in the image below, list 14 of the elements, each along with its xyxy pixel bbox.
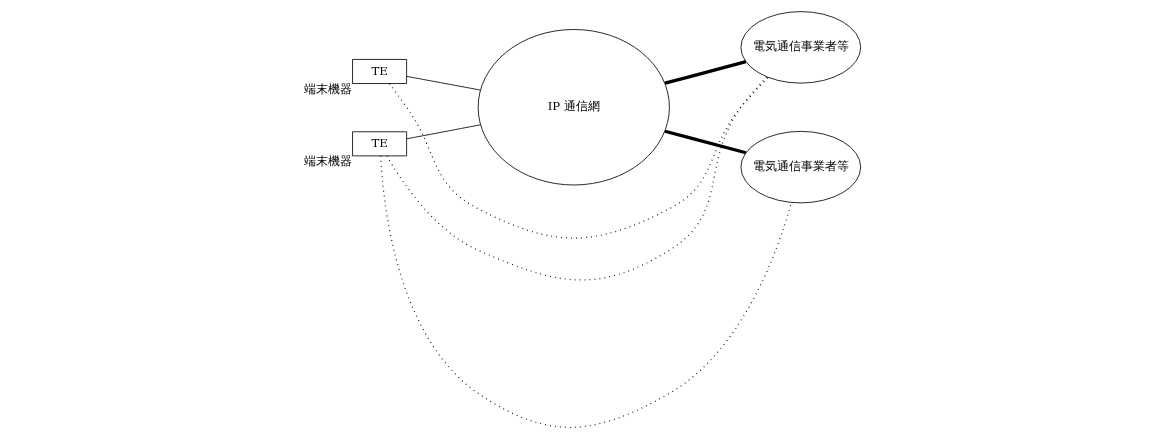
connector xyxy=(379,155,792,428)
node-label: 端末機器 xyxy=(303,81,352,96)
node-ellipse: 電気通信事業者等 xyxy=(740,130,861,204)
connector xyxy=(664,129,746,155)
node-ellipse: IP 通信網 xyxy=(477,29,670,186)
connector xyxy=(405,124,481,140)
node-label: 端末機器 xyxy=(303,154,352,169)
node-ellipse: 電気通信事業者等 xyxy=(740,11,861,84)
connector xyxy=(388,76,769,239)
connector xyxy=(664,60,746,85)
node-box: TE xyxy=(351,131,407,157)
connector xyxy=(405,75,481,91)
connector xyxy=(385,76,768,281)
node-box: TE xyxy=(351,59,407,84)
